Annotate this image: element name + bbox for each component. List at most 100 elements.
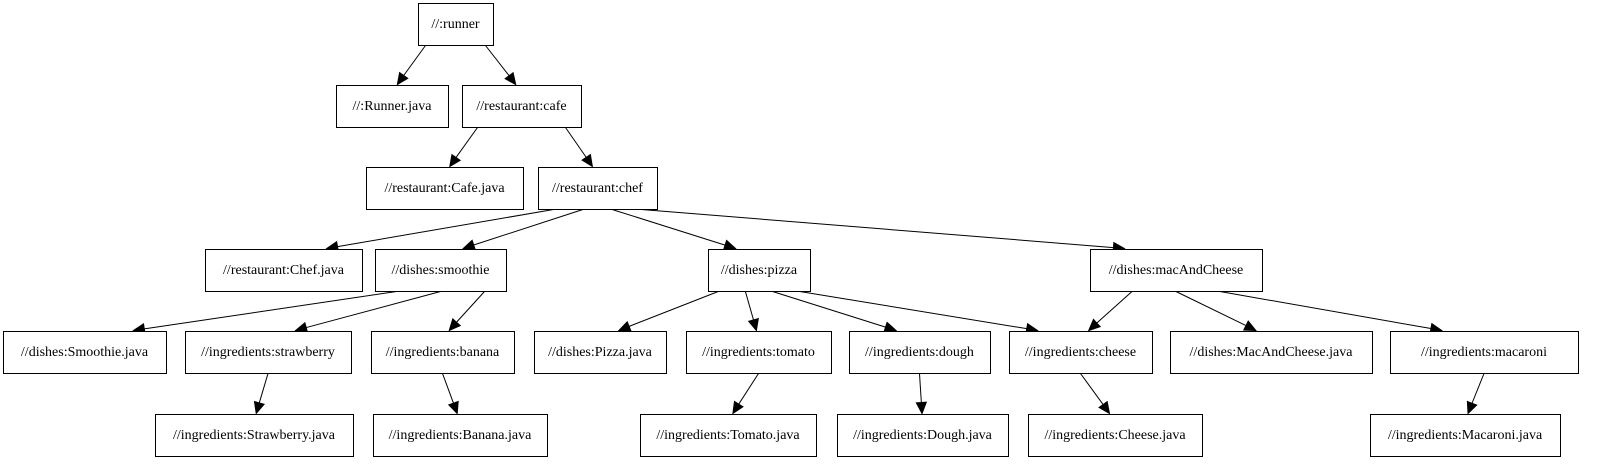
arrowhead-icon [915, 401, 928, 415]
edge-dishes-smoothie-to-smoothie-java [144, 291, 397, 330]
node-box[interactable] [640, 414, 817, 457]
graph-node-ing-banana[interactable]: //ingredients:banana [371, 331, 515, 374]
node-box[interactable] [155, 414, 354, 457]
node-box[interactable] [534, 331, 667, 374]
node-box[interactable] [686, 331, 832, 374]
node-box[interactable] [1028, 414, 1203, 457]
arrowhead-icon [883, 321, 898, 333]
edge-dishes-pizza-to-pizza-java [628, 291, 719, 327]
node-box[interactable] [1370, 414, 1561, 457]
node-label: //ingredients:Dough.java [853, 428, 993, 443]
graph-node-ing-strawberry[interactable]: //ingredients:strawberry [185, 331, 352, 374]
node-box[interactable] [849, 331, 991, 374]
node-box[interactable] [418, 3, 494, 46]
graph-node-runner-java[interactable]: //:Runner.java [336, 85, 449, 128]
arrowhead-icon [449, 153, 462, 168]
node-label: //dishes:pizza [721, 263, 798, 278]
edge-dishes-macandchs-to-ing-macaroni [1219, 291, 1432, 330]
graph-node-cafe-java[interactable]: //restaurant:Cafe.java [366, 167, 524, 210]
graph-node-restaurant-chef[interactable]: //restaurant:chef [538, 167, 658, 210]
node-box[interactable] [837, 414, 1009, 457]
node-box[interactable] [336, 85, 449, 128]
node-box[interactable] [1170, 331, 1373, 374]
edge-ing-tomato-to-tomato-java [738, 373, 759, 405]
arrowhead-icon [253, 400, 265, 415]
edge-runner-to-restaurant-cafe [485, 45, 510, 77]
node-label: //restaurant:cafe [476, 99, 566, 114]
node-box[interactable] [3, 331, 167, 374]
graph-node-smoothie-java[interactable]: //dishes:Smoothie.java [3, 331, 167, 374]
arrowhead-icon [448, 318, 462, 332]
edge-restaurant-chef-to-dishes-macandchs [641, 209, 1114, 249]
node-label: //ingredients:Macaroni.java [1388, 428, 1543, 443]
node-label: //restaurant:Cafe.java [384, 181, 505, 196]
arrowhead-icon [462, 239, 477, 251]
graph-node-banana-java[interactable]: //ingredients:Banana.java [373, 414, 548, 457]
node-box[interactable] [1009, 331, 1153, 374]
node-box[interactable] [205, 249, 363, 292]
graph-node-tomato-java[interactable]: //ingredients:Tomato.java [640, 414, 817, 457]
node-box[interactable] [185, 331, 352, 374]
node-label: //:runner [431, 17, 480, 32]
edge-ing-dough-to-dough-java [919, 373, 922, 403]
edge-ing-banana-to-banana-java [442, 373, 454, 404]
graph-node-pizza-java[interactable]: //dishes:Pizza.java [534, 331, 667, 374]
node-label: //dishes:Pizza.java [548, 345, 653, 360]
edge-dishes-macandchs-to-macandcheese-java [1175, 291, 1247, 327]
edge-ing-cheese-to-cheese-java [1080, 373, 1104, 405]
graph-node-dishes-smoothie[interactable]: //dishes:smoothie [375, 249, 507, 292]
graph-node-cheese-java[interactable]: //ingredients:Cheese.java [1028, 414, 1203, 457]
arrowhead-icon [504, 71, 517, 86]
node-box[interactable] [1090, 249, 1263, 292]
graph-node-macandcheese-java[interactable]: //dishes:MacAndCheese.java [1170, 331, 1373, 374]
graph-node-ing-cheese[interactable]: //ingredients:cheese [1009, 331, 1153, 374]
node-box[interactable] [1390, 331, 1579, 374]
node-label: //ingredients:Strawberry.java [173, 428, 336, 443]
node-label: //ingredients:macaroni [1421, 345, 1547, 360]
node-label: //:Runner.java [353, 99, 433, 114]
arrowhead-icon [1242, 320, 1257, 332]
node-label: //dishes:Smoothie.java [21, 345, 149, 360]
node-label: //dishes:macAndCheese [1109, 263, 1244, 278]
edge-restaurant-cafe-to-restaurant-chef [565, 127, 587, 158]
arrowhead-icon [732, 400, 744, 415]
graph-node-restaurant-cafe[interactable]: //restaurant:cafe [462, 85, 582, 128]
arrowhead-icon [294, 321, 309, 334]
edge-dishes-smoothie-to-ing-strawberry [306, 291, 441, 329]
graph-node-ing-macaroni[interactable]: //ingredients:macaroni [1390, 331, 1579, 374]
node-box[interactable] [708, 249, 811, 292]
node-box[interactable] [375, 249, 507, 292]
graph-node-strawberry-java[interactable]: //ingredients:Strawberry.java [155, 414, 354, 457]
node-box[interactable] [538, 167, 658, 210]
node-box[interactable] [371, 331, 515, 374]
node-label: //ingredients:Banana.java [389, 428, 532, 443]
edge-dishes-pizza-to-ing-tomato [744, 291, 754, 321]
graph-node-dishes-pizza[interactable]: //dishes:pizza [708, 249, 811, 292]
node-box[interactable] [462, 85, 582, 128]
arrowhead-icon [581, 153, 594, 168]
node-label: //ingredients:Cheese.java [1044, 428, 1186, 443]
arrowhead-icon [447, 400, 459, 415]
edge-dishes-smoothie-to-ing-banana [456, 291, 485, 323]
arrowhead-icon [1087, 318, 1102, 332]
graph-node-ing-dough[interactable]: //ingredients:dough [849, 331, 991, 374]
graph-node-dough-java[interactable]: //ingredients:Dough.java [837, 414, 1009, 457]
graph-node-chef-java[interactable]: //restaurant:Chef.java [205, 249, 363, 292]
edge-restaurant-chef-to-chef-java [337, 209, 554, 248]
arrowhead-icon [1466, 400, 1478, 415]
graph-node-macaroni-java[interactable]: //ingredients:Macaroni.java [1370, 414, 1561, 457]
edge-runner-to-runner-java [403, 45, 426, 76]
arrowhead-icon [1098, 400, 1111, 415]
node-label: //restaurant:Chef.java [223, 263, 345, 278]
graph-node-dishes-macandchs[interactable]: //dishes:macAndCheese [1090, 249, 1263, 292]
arrowhead-icon [617, 320, 632, 332]
edge-dishes-pizza-to-ing-cheese [799, 291, 1027, 330]
graph-node-runner[interactable]: //:runner [418, 3, 494, 46]
node-box[interactable] [373, 414, 548, 457]
node-label: //ingredients:Tomato.java [656, 428, 800, 443]
node-label: //ingredients:strawberry [201, 345, 335, 360]
graph-node-ing-tomato[interactable]: //ingredients:tomato [686, 331, 832, 374]
edge-dishes-pizza-to-ing-dough [772, 291, 886, 328]
node-box[interactable] [366, 167, 524, 210]
edge-ing-strawberry-to-strawberry-java [258, 373, 269, 404]
